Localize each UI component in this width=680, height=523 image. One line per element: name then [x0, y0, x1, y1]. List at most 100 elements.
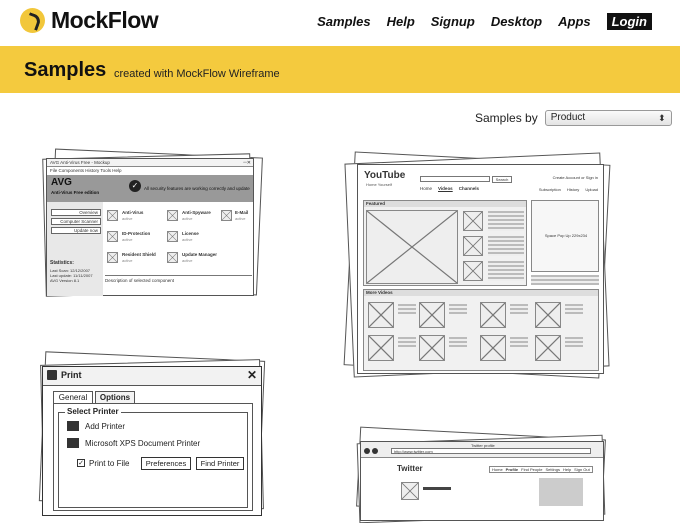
filter-label: Samples by [475, 111, 538, 125]
avg-status: All security features are working correc… [144, 186, 250, 191]
nav-desktop[interactable]: Desktop [490, 14, 543, 29]
avg-footer: Description of selected component [105, 275, 252, 283]
twitter-link-profile[interactable]: Profile [505, 467, 519, 472]
youtube-tagline: Home Yourself [366, 182, 393, 187]
print-to-file-checkbox[interactable]: ✓ [77, 459, 85, 467]
avg-brand: AVG [51, 177, 72, 188]
video-thumbnail[interactable] [535, 335, 561, 361]
twitter-page: Twitter profile http://www.twitter.com T… [360, 441, 604, 521]
video-thumbnail[interactable] [463, 261, 483, 281]
video-info-bar [488, 211, 524, 231]
nav-apps[interactable]: Apps [558, 14, 591, 29]
avg-brand-sub: Anti-Virus Free edition [51, 190, 100, 195]
video-info-bar [398, 304, 416, 314]
video-info-bar [488, 261, 524, 281]
page-banner: Samples created with MockFlow Wireframe [0, 46, 680, 93]
select-printer-label: Select Printer [65, 407, 121, 416]
video-thumbnail[interactable] [480, 302, 506, 328]
close-icon[interactable]: ✕ [246, 368, 257, 382]
sample-card-twitter[interactable]: Twitter profile http://www.twitter.com T… [350, 425, 610, 523]
video-thumbnail[interactable] [480, 335, 506, 361]
youtube-page: YouTube Home Yourself Search Create Acco… [357, 164, 604, 374]
more-videos-section: More Videos [363, 289, 599, 371]
ad-label: Space Pop Up 229x234 [544, 233, 588, 238]
avatar [401, 482, 419, 500]
youtube-search-button[interactable]: Search [492, 176, 512, 183]
video-thumbnail[interactable] [419, 302, 445, 328]
twitter-link-help[interactable]: Help [562, 467, 572, 472]
twitter-nav: Home Profile Find People Settings Help S… [489, 466, 593, 473]
profile-name-bar [423, 487, 451, 490]
twitter-link-find-people[interactable]: Find People [521, 467, 543, 472]
youtube-tabs: Home Videos Channels [420, 186, 479, 191]
ad-caption-bar [531, 275, 599, 285]
print-titlebar: Print ✕ [43, 367, 261, 386]
print-dialog: Print ✕ General Options Select Printer A… [42, 366, 262, 516]
video-thumbnail[interactable] [419, 335, 445, 361]
printer-item-xps[interactable]: Microsoft XPS Document Printer [85, 439, 201, 448]
video-thumbnail[interactable] [463, 211, 483, 231]
avg-sidebar: Overview Computer Scanner Update now Sta… [47, 202, 103, 296]
nav-signup[interactable]: Signup [430, 14, 475, 29]
sample-card-avg[interactable]: AVG Anti-Virus Free - Mockup ▫▫✕ File Co… [40, 148, 263, 302]
overview-button[interactable]: Overview [51, 209, 101, 216]
nav-login[interactable]: Login [606, 13, 652, 30]
sample-card-youtube[interactable]: YouTube Home Yourself Search Create Acco… [343, 151, 613, 379]
nav-help[interactable]: Help [386, 14, 415, 29]
link-subscription[interactable]: Subscription [538, 187, 561, 192]
video-thumbnail[interactable] [463, 236, 483, 256]
top-bar: MockFlow Samples Help Signup Desktop App… [0, 0, 680, 46]
avg-brand-bar: AVG Anti-Virus Free edition ✓ All securi… [47, 175, 253, 202]
video-thumbnail[interactable] [535, 302, 561, 328]
video-info-bar [510, 337, 528, 347]
twitter-link-home[interactable]: Home [492, 467, 503, 472]
video-info-bar [449, 304, 467, 314]
print-title: Print [61, 370, 82, 380]
back-icon[interactable] [364, 448, 370, 454]
printer-icon [67, 421, 79, 431]
page-subtitle: created with MockFlow Wireframe [114, 68, 280, 80]
link-upload[interactable]: Upload [585, 187, 598, 192]
tab-channels[interactable]: Channels [458, 186, 479, 191]
twitter-link-settings[interactable]: Settings [545, 467, 560, 472]
tab-videos[interactable]: Videos [438, 186, 453, 191]
video-info-bar [510, 304, 528, 314]
avg-window: AVG Anti-Virus Free - Mockup ▫▫✕ File Co… [46, 158, 254, 296]
featured-video-thumbnail[interactable] [366, 210, 458, 284]
browser-bar: Twitter profile http://www.twitter.com [361, 442, 603, 458]
printer-icon [67, 438, 79, 448]
nav-samples[interactable]: Samples [317, 14, 371, 29]
page-title: Samples [24, 59, 107, 81]
featured-label: Featured [364, 201, 526, 207]
find-printer-button[interactable]: Find Printer [196, 457, 244, 470]
link-history[interactable]: History [566, 187, 580, 192]
logo[interactable]: MockFlow [20, 7, 159, 34]
video-info-bar [565, 337, 583, 347]
samples-by-select[interactable]: Product [544, 110, 672, 126]
check-icon: ✓ [129, 180, 141, 192]
youtube-logo: YouTube [364, 170, 406, 181]
logo-text: MockFlow [51, 7, 159, 33]
sample-card-print[interactable]: Print ✕ General Options Select Printer A… [30, 350, 270, 516]
forward-icon[interactable] [372, 448, 378, 454]
select-printer-group: Select Printer Add Printer Microsoft XPS… [58, 407, 248, 508]
printer-item-add[interactable]: Add Printer [85, 422, 126, 431]
tab-home[interactable]: Home [420, 186, 433, 191]
computer-scanner-button[interactable]: Computer Scanner [51, 218, 101, 225]
update-now-button[interactable]: Update now [51, 227, 101, 234]
tab-general[interactable]: General [53, 391, 93, 404]
preferences-button[interactable]: Preferences [141, 457, 191, 470]
video-thumbnail[interactable] [368, 335, 394, 361]
url-field[interactable]: http://www.twitter.com [391, 448, 591, 454]
youtube-search-input[interactable] [420, 176, 490, 182]
avg-menu: File Components History Tools Help [50, 168, 122, 173]
video-thumbnail[interactable] [368, 302, 394, 328]
video-info-bar [488, 236, 524, 256]
account-links[interactable]: Create Account or Sign in [552, 175, 598, 180]
ad-space: Space Pop Up 229x234 [531, 200, 599, 272]
twitter-logo: Twitter [397, 464, 423, 473]
print-to-file-label: Print to File [89, 459, 130, 468]
twitter-link-sign-out[interactable]: Sign Out [574, 467, 590, 472]
samples-filter: Samples by Product [475, 110, 672, 126]
